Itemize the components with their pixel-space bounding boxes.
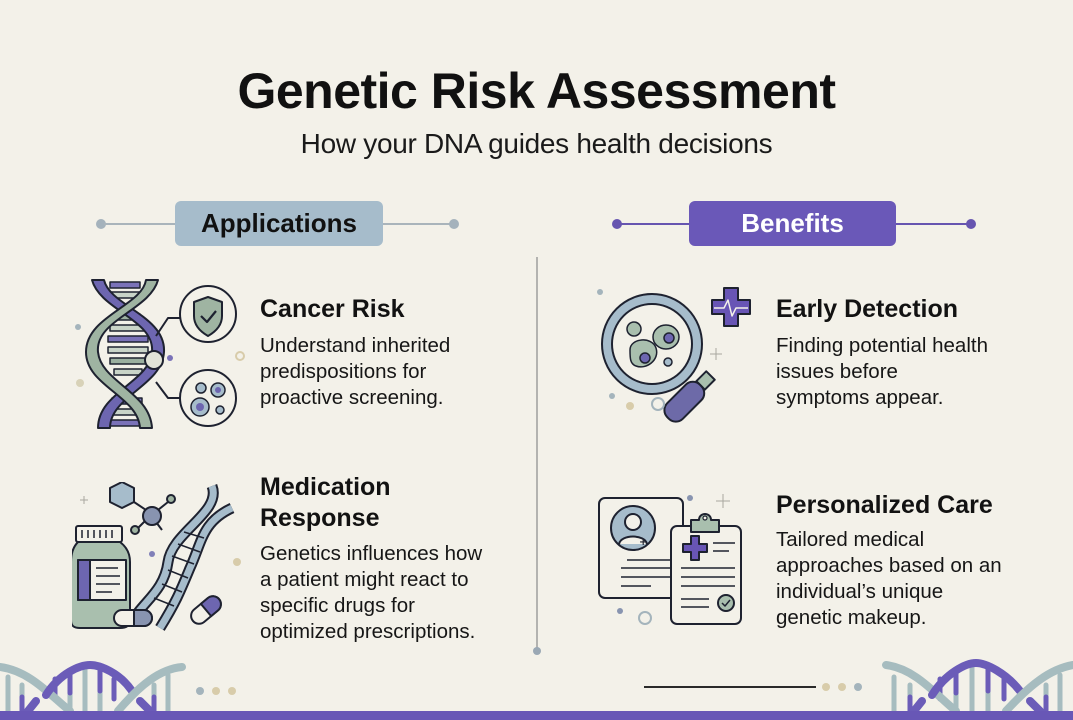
footer-dot <box>228 687 236 695</box>
footer-dot <box>838 683 846 691</box>
description-line: approaches based on an <box>776 554 1002 577</box>
benefits-pill: Benefits <box>689 201 896 246</box>
benefits-header: Benefits <box>612 201 976 247</box>
description-line: issues before <box>776 360 898 383</box>
divider-end-dot <box>533 647 541 655</box>
medication-response-description: Genetics influences how a patient might … <box>260 541 482 645</box>
description-line: Understand inherited <box>260 334 451 357</box>
cancer-risk-title: Cancer Risk <box>260 295 405 323</box>
footer-dot <box>822 683 830 691</box>
footer-dot <box>854 683 862 691</box>
header-line-dot-right <box>966 219 976 229</box>
header-line-left <box>104 223 184 225</box>
title-line: Medication <box>260 473 391 501</box>
description-line: a patient might react to <box>260 568 469 591</box>
description-line: Tailored medical <box>776 528 925 551</box>
description-line: genetic makeup. <box>776 606 927 629</box>
header-line-dot-right <box>449 219 459 229</box>
header-line-right <box>896 223 970 225</box>
footer-line <box>644 686 816 688</box>
header-line-dot-left <box>612 219 622 229</box>
header-line-right <box>383 223 453 225</box>
footer-dot <box>196 687 204 695</box>
early-detection-title: Early Detection <box>776 295 959 323</box>
bottom-accent-bar <box>0 711 1073 720</box>
applications-header: Applications <box>96 201 462 247</box>
description-line: specific drugs for <box>260 594 415 617</box>
description-line: symptoms appear. <box>776 386 944 409</box>
footer-dot <box>212 687 220 695</box>
magnifier-cells-medical-cross-icon <box>597 287 751 423</box>
page-subtitle: How your DNA guides health decisions <box>300 128 773 159</box>
dna-shield-cells-icon <box>75 279 245 429</box>
personalized-care-description: Tailored medical approaches based on an … <box>776 527 1002 631</box>
description-line: individual’s unique <box>776 580 944 603</box>
title-line: Response <box>260 504 380 532</box>
page-title: Genetic Risk Assessment <box>237 63 836 119</box>
header-line-left <box>620 223 700 225</box>
description-line: optimized prescriptions. <box>260 620 476 643</box>
description-line: Finding potential health <box>776 334 988 357</box>
svg-text:+: + <box>639 537 647 548</box>
patient-profile-clipboard-icon: + <box>598 494 742 625</box>
column-divider <box>536 257 538 649</box>
medication-response-title: Medication Response <box>260 472 391 534</box>
cancer-risk-description: Understand inherited predispositions for… <box>260 333 450 411</box>
dna-wave-decoration-left-icon <box>0 660 186 711</box>
description-line: Genetics influences how <box>260 542 483 565</box>
personalized-care-title: Personalized Care <box>776 491 993 519</box>
early-detection-description: Finding potential health issues before s… <box>776 333 988 411</box>
description-line: predispositions for <box>260 360 427 383</box>
dna-wave-decoration-right-icon <box>882 658 1073 711</box>
applications-pill: Applications <box>175 201 383 246</box>
description-line: proactive screening. <box>260 386 444 409</box>
pill-bottle-dna-molecule-icon <box>72 482 241 631</box>
header-line-dot-left <box>96 219 106 229</box>
